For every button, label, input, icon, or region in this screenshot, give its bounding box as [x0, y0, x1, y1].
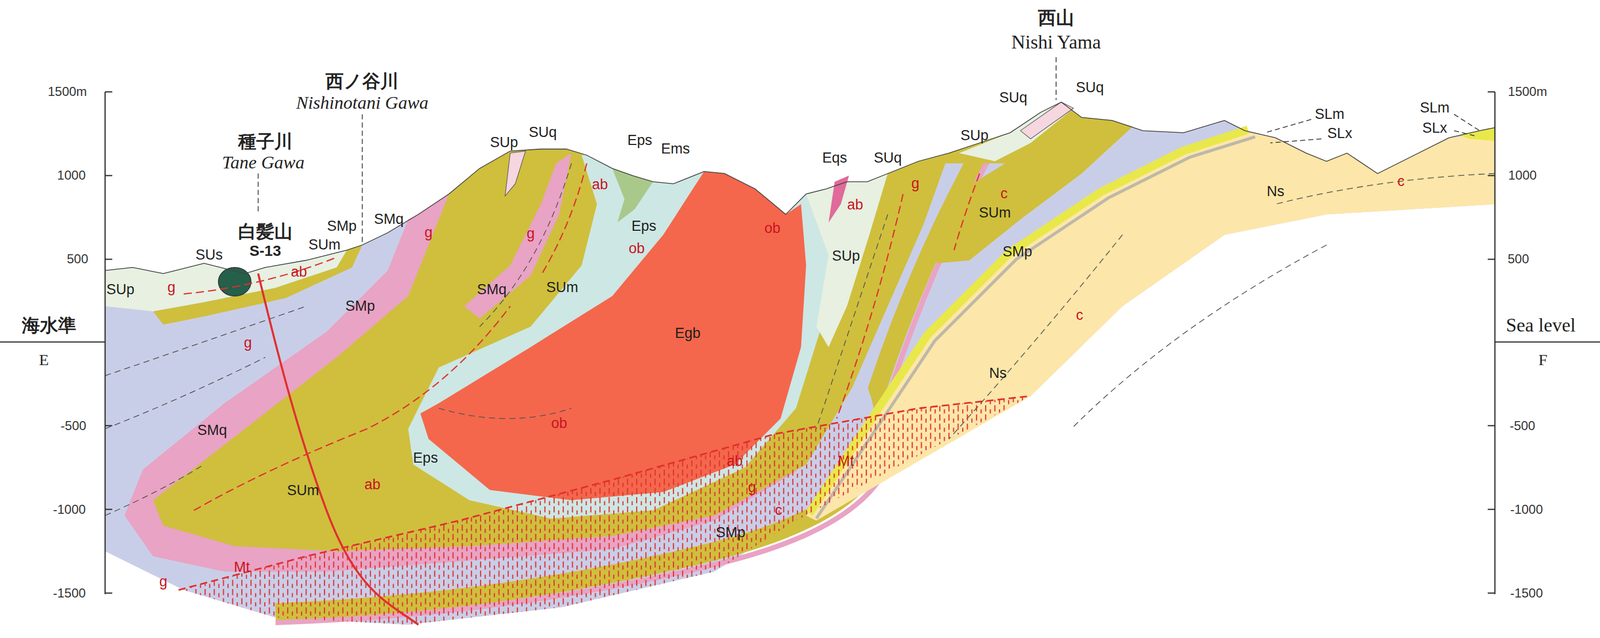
- place-name: 白髪山: [238, 221, 293, 242]
- unit-label: SMq: [476, 281, 507, 298]
- ns-body: [806, 132, 1496, 521]
- axis-value: -500: [1509, 418, 1535, 433]
- rock-symbol: ab: [290, 264, 307, 281]
- section-end: E: [38, 350, 49, 369]
- axis-value: -1000: [53, 501, 86, 516]
- rock-symbol: g: [911, 175, 920, 192]
- unit-label: SUq: [999, 90, 1028, 107]
- unit-label: SLx: [1327, 125, 1353, 142]
- rock-symbol: g: [159, 573, 168, 590]
- axis-value: 1500m: [1507, 84, 1547, 99]
- sus-body: [218, 267, 251, 297]
- unit-label: SUm: [287, 482, 320, 499]
- axis-value: -1500: [53, 586, 86, 600]
- unit-label: SUq: [529, 124, 558, 141]
- unit-label: Eqs: [822, 150, 848, 167]
- axis-value: -500: [60, 418, 87, 433]
- sup-right: [806, 173, 888, 348]
- unit-label: SUq: [873, 150, 903, 167]
- unit-label: SMp: [716, 524, 746, 541]
- rock-symbol: Mt: [838, 453, 855, 470]
- rock-symbol: c: [775, 502, 783, 519]
- rock-symbol: Mt: [233, 559, 250, 576]
- rock-symbol: g: [244, 335, 253, 352]
- rock-symbol: g: [424, 224, 433, 241]
- section-end: F: [1538, 350, 1548, 369]
- place-name-roman: Nishi Yama: [1011, 32, 1101, 54]
- rock-symbol: ob: [628, 240, 645, 257]
- suq-left: [505, 150, 526, 196]
- leader-lines: [258, 57, 1480, 243]
- sample-number: S-13: [249, 242, 281, 260]
- unit-label: SUp: [490, 134, 519, 151]
- unit-label: SUm: [546, 279, 579, 296]
- rock-symbol: ab: [726, 453, 743, 470]
- place-name-roman: Nishinotani Gawa: [296, 93, 429, 113]
- unit-label: SMp: [345, 298, 376, 315]
- place-name-roman: Tane Gawa: [222, 152, 305, 173]
- topography: [104, 102, 1495, 274]
- rock-symbol: c: [1076, 307, 1084, 324]
- place-name: 西ノ谷川: [325, 71, 399, 92]
- unit-label: SUp: [960, 127, 989, 144]
- unit-label: SMp: [1002, 244, 1033, 261]
- unit-label: Ns: [1266, 183, 1285, 200]
- eqs-wedge: [828, 175, 849, 223]
- unit-label: SLx: [1422, 120, 1448, 137]
- unit-label: Ems: [661, 141, 690, 158]
- unit-label: SUm: [978, 205, 1011, 222]
- unit-label: SLm: [1314, 106, 1345, 123]
- unit-label: SMp: [327, 218, 357, 235]
- contact-lines: [183, 163, 980, 510]
- rock-symbol: g: [167, 279, 176, 296]
- unit-label: SLm: [1419, 100, 1450, 117]
- unit-label: Egb: [675, 325, 701, 342]
- unit-label: Eps: [412, 450, 438, 467]
- place-name-roman: Sea level: [1505, 314, 1576, 337]
- unit-label: SUs: [195, 247, 223, 264]
- rock-symbol: ob: [764, 220, 781, 237]
- axis-value: 1000: [57, 168, 86, 183]
- mt-boundary: [178, 395, 1031, 590]
- unit-label: SUp: [106, 281, 135, 298]
- form-lines: [104, 163, 1495, 516]
- ems-band: [612, 168, 654, 223]
- rock-symbol: c: [1397, 173, 1405, 190]
- unit-label: Eps: [627, 132, 653, 149]
- mt-zone: [178, 395, 1031, 625]
- rock-symbol: g: [748, 480, 757, 497]
- unit-label: SUq: [1075, 79, 1104, 96]
- unit-label: SMq: [374, 211, 404, 228]
- place-name: 西山: [1037, 8, 1075, 29]
- unit-label: SMq: [197, 422, 228, 439]
- axis-value: 500: [1507, 252, 1530, 266]
- smp-base: [104, 102, 1495, 625]
- rock-symbol: ab: [591, 176, 608, 193]
- unit-label: Ns: [989, 365, 1007, 382]
- axis-value: -1000: [1509, 501, 1543, 516]
- unit-label: Eps: [631, 218, 657, 235]
- rock-symbol: c: [1000, 185, 1009, 202]
- unit-label: SUm: [308, 237, 341, 254]
- rock-symbol: ab: [847, 197, 864, 214]
- axis-value: 500: [67, 252, 89, 266]
- unit-label: SUp: [831, 248, 860, 265]
- place-name: 種子川: [238, 132, 293, 152]
- axis-value: 1500m: [47, 84, 87, 99]
- place-name: 海水準: [21, 315, 77, 336]
- rock-symbol: g: [526, 225, 535, 242]
- rock-symbol: ab: [364, 476, 381, 493]
- rock-symbol: ob: [550, 415, 567, 432]
- axis-value: -1500: [1509, 586, 1543, 600]
- fault-line: [258, 273, 419, 625]
- axes: [0, 91, 1600, 594]
- axis-value: 1000: [1508, 168, 1537, 183]
